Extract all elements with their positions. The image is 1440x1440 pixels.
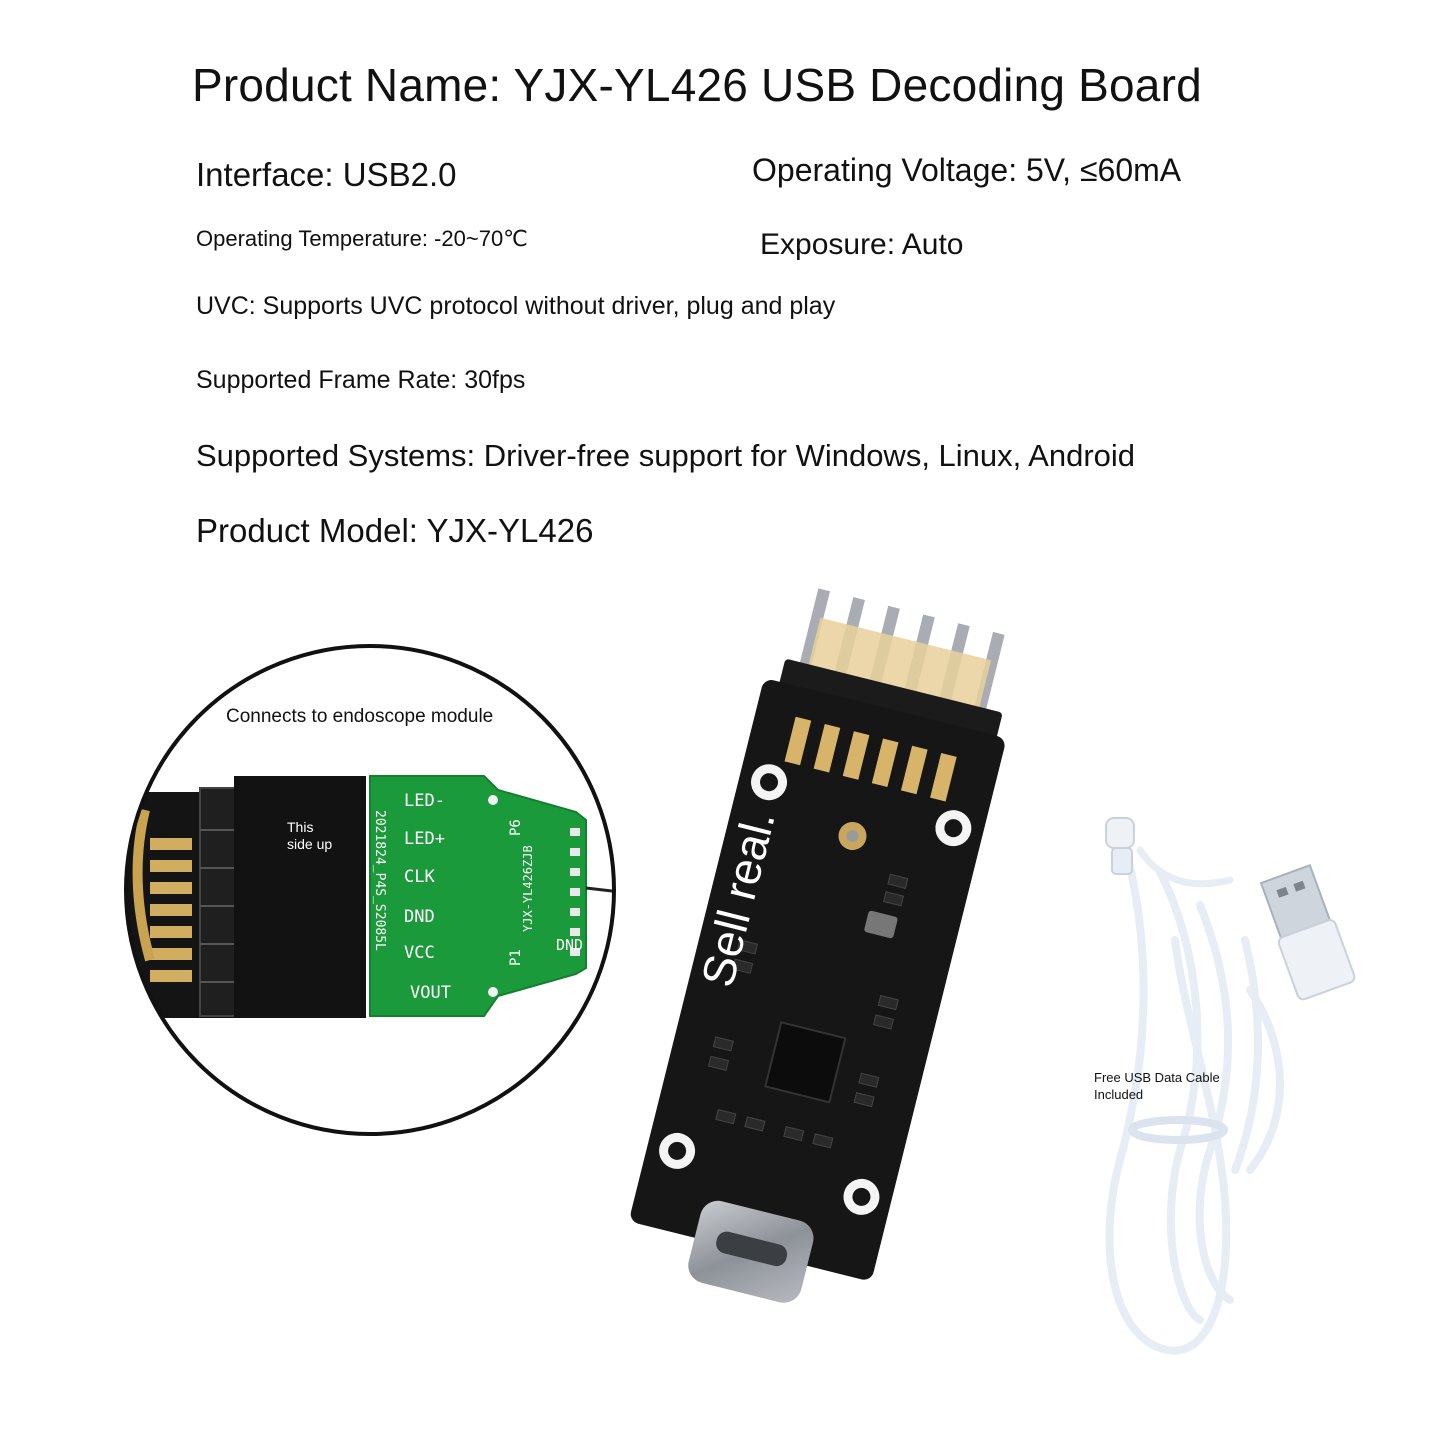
spec-frame-rate: Supported Frame Rate: 30fps bbox=[196, 366, 526, 394]
main-chip bbox=[764, 1021, 847, 1104]
spec-interface: Interface: USB2.0 bbox=[196, 156, 457, 193]
mounting-holes bbox=[659, 764, 972, 1215]
callout-caption: Connects to endoscope module bbox=[226, 706, 493, 727]
spec-operating-temperature: Operating Temperature: -20~70℃ bbox=[196, 226, 528, 251]
connector-callout: Connects to endoscope module This side u… bbox=[124, 644, 616, 1136]
pin-label: CLK bbox=[404, 867, 435, 887]
pin-label: DND bbox=[404, 907, 435, 927]
crystal bbox=[864, 910, 898, 939]
cable-plugs bbox=[1105, 817, 1356, 1001]
connector-body bbox=[234, 776, 366, 1018]
cable-note-line2: Included bbox=[1094, 1087, 1143, 1102]
board-pcb bbox=[630, 680, 1005, 1280]
usb-c-plug bbox=[1105, 817, 1135, 849]
spec-exposure: Exposure: Auto bbox=[760, 228, 964, 261]
pin-labels: LED- LED+ CLK DND VCC VOUT bbox=[404, 791, 451, 1003]
wire bbox=[585, 886, 614, 894]
usb-a-plug bbox=[1259, 864, 1356, 1001]
side-up-note-line1: This bbox=[287, 819, 313, 835]
gold-fingers bbox=[784, 716, 957, 802]
pin-label: LED- bbox=[404, 791, 445, 811]
cable-note-line1: Free USB Data Cable bbox=[1094, 1070, 1220, 1085]
pin-label: VOUT bbox=[410, 983, 451, 1003]
spec-operating-voltage: Operating Voltage: 5V, ≤60mA bbox=[752, 152, 1182, 188]
gold-contacts bbox=[150, 838, 192, 982]
side-up-note-line2: side up bbox=[287, 836, 332, 852]
board-code: 2021824_P4S_S2085L bbox=[372, 810, 387, 951]
callout-border bbox=[124, 644, 616, 1136]
pin-label: VCC bbox=[404, 943, 435, 963]
adapter-pads bbox=[570, 828, 580, 956]
spec-uvc: UVC: Supports UVC protocol without drive… bbox=[196, 292, 836, 320]
p6-label: P6 bbox=[508, 819, 524, 836]
p1-label: P1 bbox=[508, 949, 524, 966]
adapter-pcb bbox=[369, 775, 587, 1017]
usb-cable bbox=[1105, 846, 1284, 1355]
decoding-board: Sell real. bbox=[630, 588, 1005, 1303]
smd-components bbox=[707, 873, 909, 1149]
dnd-label: DND bbox=[556, 936, 583, 954]
pin-label: LED+ bbox=[404, 829, 445, 849]
product-title: Product Name: YJX-YL426 USB Decoding Boa… bbox=[192, 59, 1202, 111]
spec-product-model: Product Model: YJX-YL426 bbox=[196, 512, 594, 549]
board-model-label: YJX-YL426ZJB bbox=[521, 845, 535, 932]
spec-supported-systems: Supported Systems: Driver-free support f… bbox=[196, 438, 1136, 473]
